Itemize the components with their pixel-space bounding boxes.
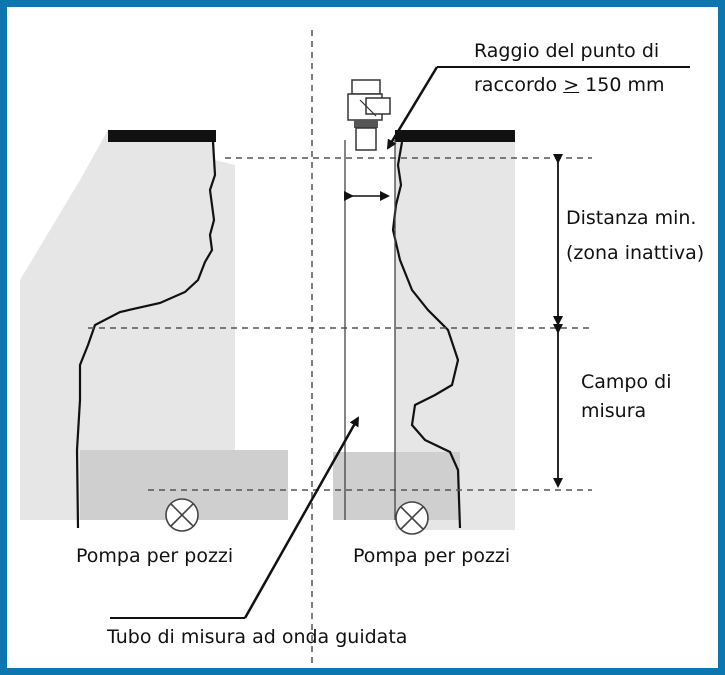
radius-label-line2: raccordo > 150 mm	[474, 72, 664, 98]
left-ground-plate	[108, 130, 216, 142]
radius-label-suffix: 150 mm	[579, 74, 665, 96]
min-distance-label-line2: (zona inattiva)	[566, 242, 705, 264]
range-label-line1: Campo di	[581, 371, 672, 393]
right-sump	[333, 452, 460, 520]
right-ground-plate	[395, 130, 515, 142]
radius-label-line1: Raggio del punto di	[474, 40, 660, 62]
left-pump-icon	[165, 498, 199, 532]
min-distance-label-line1: Distanza min.	[566, 207, 697, 229]
right-well-outline	[391, 141, 462, 529]
sensor-device	[347, 79, 391, 151]
tube-label: Tubo di misura ad onda guidata	[107, 626, 408, 648]
pump-label-right: Pompa per pozzi	[353, 545, 511, 567]
right-pump-icon	[395, 501, 429, 535]
radius-callout-arrow	[386, 66, 439, 150]
range-label-line2: misura	[581, 400, 647, 422]
radius-label-prefix: raccordo	[474, 74, 564, 96]
left-shaft-wall	[20, 130, 235, 520]
pump-label-left: Pompa per pozzi	[76, 545, 234, 567]
left-well-outline	[75, 141, 217, 529]
radius-symbol: >	[563, 74, 580, 96]
tube-callout-arrow	[243, 416, 360, 619]
right-shaft-outer	[430, 160, 515, 530]
